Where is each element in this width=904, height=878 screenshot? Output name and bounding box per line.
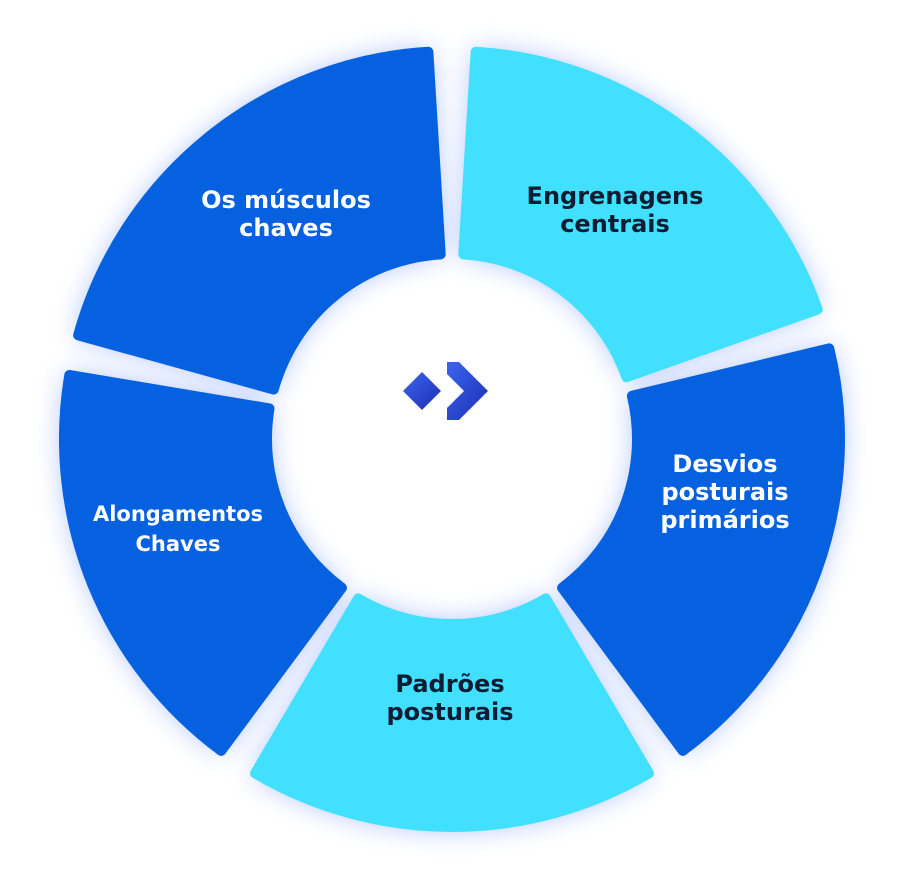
segment-label-line: Padrões [395, 670, 504, 698]
segment-label-line: Os músculos [201, 186, 371, 214]
segments-group [59, 46, 845, 832]
segment-label-line: chaves [239, 214, 333, 242]
segment-label-line: Chaves [136, 532, 221, 556]
segment-right [557, 343, 845, 756]
segment-top-left [73, 46, 446, 395]
segment-left [59, 369, 347, 756]
arrow-chevron-logo-icon [403, 362, 488, 420]
segment-label-line: Alongamentos [93, 502, 263, 526]
center-logo [403, 362, 488, 420]
segment-top-right [458, 46, 823, 383]
segment-label-line: Engrenagens [527, 182, 704, 210]
segment-bottom [250, 593, 654, 832]
segment-label-line: posturais [661, 478, 788, 506]
segment-label-line: primários [660, 506, 789, 534]
segment-label-line: centrais [560, 210, 670, 238]
segment-label-line: Desvios [672, 450, 777, 478]
segment-label-line: posturais [386, 698, 513, 726]
